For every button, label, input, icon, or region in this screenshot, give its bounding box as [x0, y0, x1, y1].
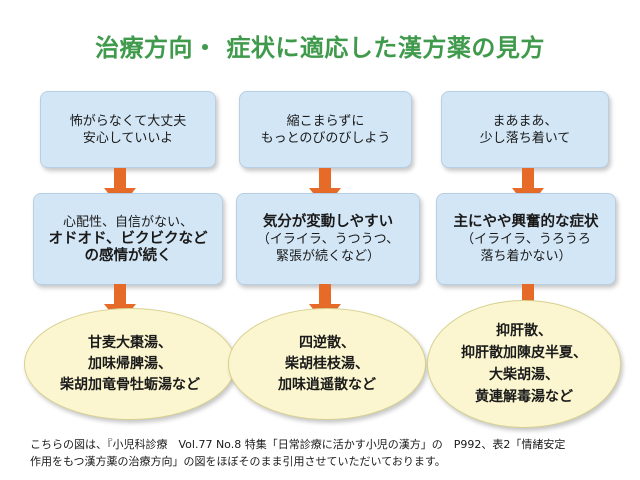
- goal-text: もっとのびのびしよう: [260, 130, 391, 146]
- footnote-line: 作用をもつ漢方薬の治療方向」の図をほぼそのまま引用させていただいております。: [30, 455, 446, 468]
- column-3-remedy-oval: 抑肝散、 抑肝散加陳皮半夏、 大柴胡湯、 黄連解毒湯など: [427, 300, 621, 428]
- column-1-goal-box: 怖がらなくて大丈夫 安心していいよ: [40, 91, 216, 168]
- remedy-text: 柴胡桂枝湯、: [285, 355, 369, 372]
- remedy-text: 黄連解毒湯など: [475, 389, 573, 405]
- remedy-text: 抑肝散加陳皮半夏、: [461, 345, 587, 361]
- diagram-title: 治療方向・ 症状に適応した漢方薬の見方: [95, 34, 545, 62]
- symptom-text: オドオド、ビクビクなど: [48, 230, 208, 247]
- symptom-text: の感情が続く: [84, 247, 172, 264]
- goal-text: 安心していいよ: [82, 130, 174, 146]
- column-3-goal-box: まあまあ、 少し落ち着いて: [441, 91, 609, 168]
- remedy-text: 大柴胡湯、: [489, 367, 559, 383]
- citation-footnote: こちらの図は、『小児科診療 Vol.77 No.8 特集「日常診療に活かす小児の…: [30, 436, 630, 470]
- remedy-text: 四逆散、: [299, 334, 355, 351]
- column-2-goal-box: 縮こまらずに もっとのびのびしよう: [239, 91, 412, 168]
- remedy-text: 甘麦大棗湯、: [88, 334, 172, 351]
- column-2-remedy-oval: 四逆散、 柴胡桂枝湯、 加味逍遥散など: [228, 308, 426, 420]
- symptom-text: （イライラ、うつうつ、: [256, 231, 400, 247]
- goal-text: まあまあ、: [492, 113, 558, 129]
- remedy-text: 柴胡加竜骨牡蛎湯など: [60, 376, 200, 393]
- symptom-text: 緊張が続くなど）: [275, 248, 380, 264]
- goal-text: 少し落ち着いて: [479, 130, 571, 146]
- goal-text: 縮こまらずに: [286, 113, 365, 129]
- remedy-text: 加味帰脾湯、: [88, 355, 172, 372]
- symptom-text: 気分が変動しやすい: [262, 213, 394, 230]
- remedy-text: 抑肝散、: [496, 323, 552, 339]
- footnote-line: こちらの図は、『小児科診療 Vol.77 No.8 特集「日常診療に活かす小児の…: [30, 438, 566, 451]
- goal-text: 怖がらなくて大丈夫: [69, 113, 187, 129]
- symptom-text: 心配性、自信がない、: [62, 214, 193, 230]
- remedy-text: 加味逍遥散など: [278, 376, 376, 393]
- symptom-text: 落ち着かない）: [480, 248, 572, 264]
- symptom-text: 主にやや興奮的な症状: [453, 213, 599, 230]
- column-1-symptom-box: 心配性、自信がない、 オドオド、ビクビクなど の感情が続く: [33, 193, 223, 285]
- column-3-symptom-box: 主にやや興奮的な症状 （イライラ、うろうろ 落ち着かない）: [436, 193, 616, 285]
- column-1-remedy-oval: 甘麦大棗湯、 加味帰脾湯、 柴胡加竜骨牡蛎湯など: [24, 308, 236, 420]
- column-2-symptom-box: 気分が変動しやすい （イライラ、うつうつ、 緊張が続くなど）: [236, 193, 420, 285]
- symptom-text: （イライラ、うろうろ: [461, 231, 591, 247]
